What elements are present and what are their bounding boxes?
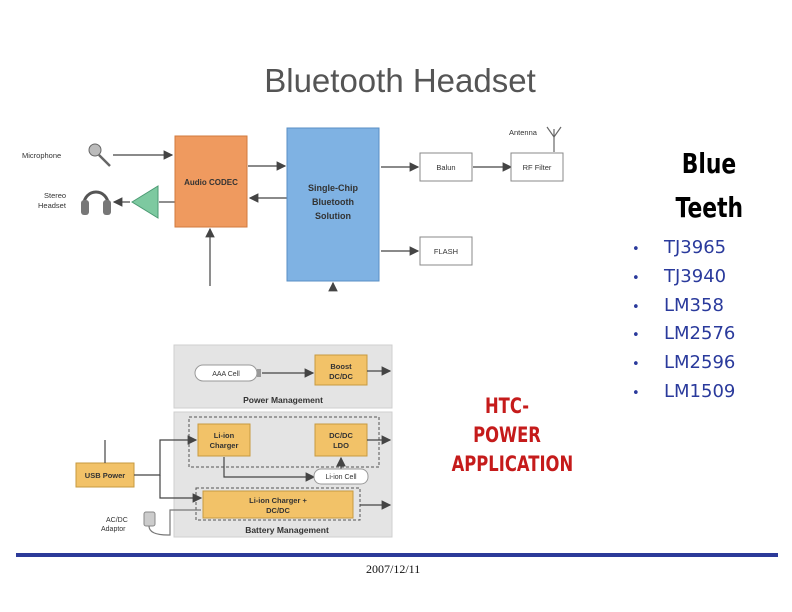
part-number: LM1509 — [664, 380, 736, 402]
blue-teeth-title-line-2: Teeth — [675, 191, 744, 224]
footer-divider — [16, 553, 778, 557]
bullet-icon: • — [632, 357, 640, 373]
rf-filter-label: RF Filter — [523, 163, 552, 172]
boost-label-2: DC/DC — [329, 372, 353, 381]
list-item: • LM358 — [632, 292, 735, 321]
list-item: • TJ3965 — [632, 234, 735, 263]
audio-codec-label: Audio CODEC — [184, 178, 238, 187]
liion-cell-label: Li-ion Cell — [325, 474, 357, 481]
part-list: • TJ3965 • TJ3940 • LM358 • LM2576 • LM2596 •… — [632, 234, 735, 407]
bt-chip-label-2: Bluetooth — [312, 197, 354, 207]
aaa-cell-icon — [194, 364, 261, 382]
flash-label: FLASH — [434, 247, 458, 256]
charger-dcdc-dashed-group — [195, 487, 361, 521]
bluetooth-chip-block — [286, 127, 380, 282]
liion-cell-icon — [313, 468, 369, 485]
liion-charger-label-1: Li-ion — [214, 431, 235, 440]
charger-dcdc-block — [202, 490, 354, 519]
headphones-icon — [81, 190, 111, 215]
rf-filter-block — [510, 152, 564, 182]
bullet-icon: • — [632, 385, 640, 401]
liion-charger-label-2: Charger — [210, 441, 239, 450]
slide-date: 2007/12/11 — [366, 562, 421, 576]
blue-teeth-title: Blue Teeth — [675, 142, 744, 230]
stereo-headset-label-2: Headset — [38, 201, 67, 210]
stereo-headset-label-1: Stereo — [44, 191, 66, 200]
battery-management-label: Battery Management — [245, 525, 329, 535]
aaa-cell-label: AAA Cell — [212, 371, 240, 378]
bullet-icon: • — [632, 328, 640, 344]
blue-teeth-title-line-1: Blue — [681, 147, 737, 180]
acdc-label-1: AC/DC — [106, 517, 128, 524]
bt-chip-label-1: Single-Chip — [308, 183, 358, 193]
amplifier-icon — [131, 185, 159, 219]
microphone-icon — [88, 143, 111, 167]
acdc-label-2: Adaptor — [101, 526, 126, 533]
bullet-icon: • — [632, 299, 640, 315]
bt-chip-label-3: Solution — [315, 211, 351, 221]
bullet-icon: • — [632, 242, 640, 257]
slide-title: Bluetooth Headset — [264, 62, 536, 99]
antenna-icon — [546, 126, 562, 152]
charger-to-cell-line — [223, 457, 316, 482]
list-item: • LM1509 — [632, 378, 735, 407]
dcdc-ldo-label-1: DC/DC — [329, 431, 353, 440]
charger-dcdc-label-2: DC/DC — [266, 506, 290, 515]
antenna-label: Antenna — [509, 128, 538, 137]
part-number: LM2596 — [664, 352, 736, 374]
usb-to-charger-line — [134, 435, 198, 476]
usb-power-block — [75, 462, 135, 488]
liion-charger-block — [197, 423, 251, 457]
boost-dcdc-block — [314, 354, 368, 386]
part-number: TJ3965 — [664, 237, 727, 258]
list-item: • LM2576 — [632, 320, 735, 349]
microphone-label: Microphone — [22, 151, 61, 160]
usb-power-label: USB Power — [85, 471, 126, 480]
bluetooth-block-diagram: Microphone Stereo Headset Audio CODEC Si… — [22, 126, 564, 292]
charger-dcdc-label-1: Li-ion Charger + — [249, 496, 307, 505]
balun-label: Balun — [436, 163, 455, 172]
dcdc-ldo-block — [314, 423, 368, 457]
htc-label-line-2: APPLICATION — [451, 452, 574, 476]
part-number: LM358 — [664, 294, 724, 316]
boost-label-1: Boost — [330, 362, 352, 371]
flash-block — [419, 236, 473, 266]
balun-block — [419, 152, 473, 182]
htc-power-application-label: HTC-POWER APPLICATION — [451, 392, 574, 479]
audio-codec-block — [174, 135, 248, 228]
dcdc-ldo-label-2: LDO — [333, 441, 349, 450]
power-management-label: Power Management — [243, 395, 323, 405]
plug-icon — [143, 509, 201, 536]
bullet-icon: • — [632, 270, 640, 286]
usb-to-charger-dcdc-line — [159, 475, 203, 503]
htc-label-line-1: HTC-POWER — [473, 394, 541, 447]
list-item: • TJ3940 — [632, 263, 735, 292]
power-management-diagram: AAA Cell Boost DC/DC Power Management Li… — [75, 344, 393, 538]
list-item: • LM2596 — [632, 349, 735, 378]
part-number: TJ3940 — [664, 265, 727, 287]
part-number: LM2576 — [664, 323, 736, 345]
